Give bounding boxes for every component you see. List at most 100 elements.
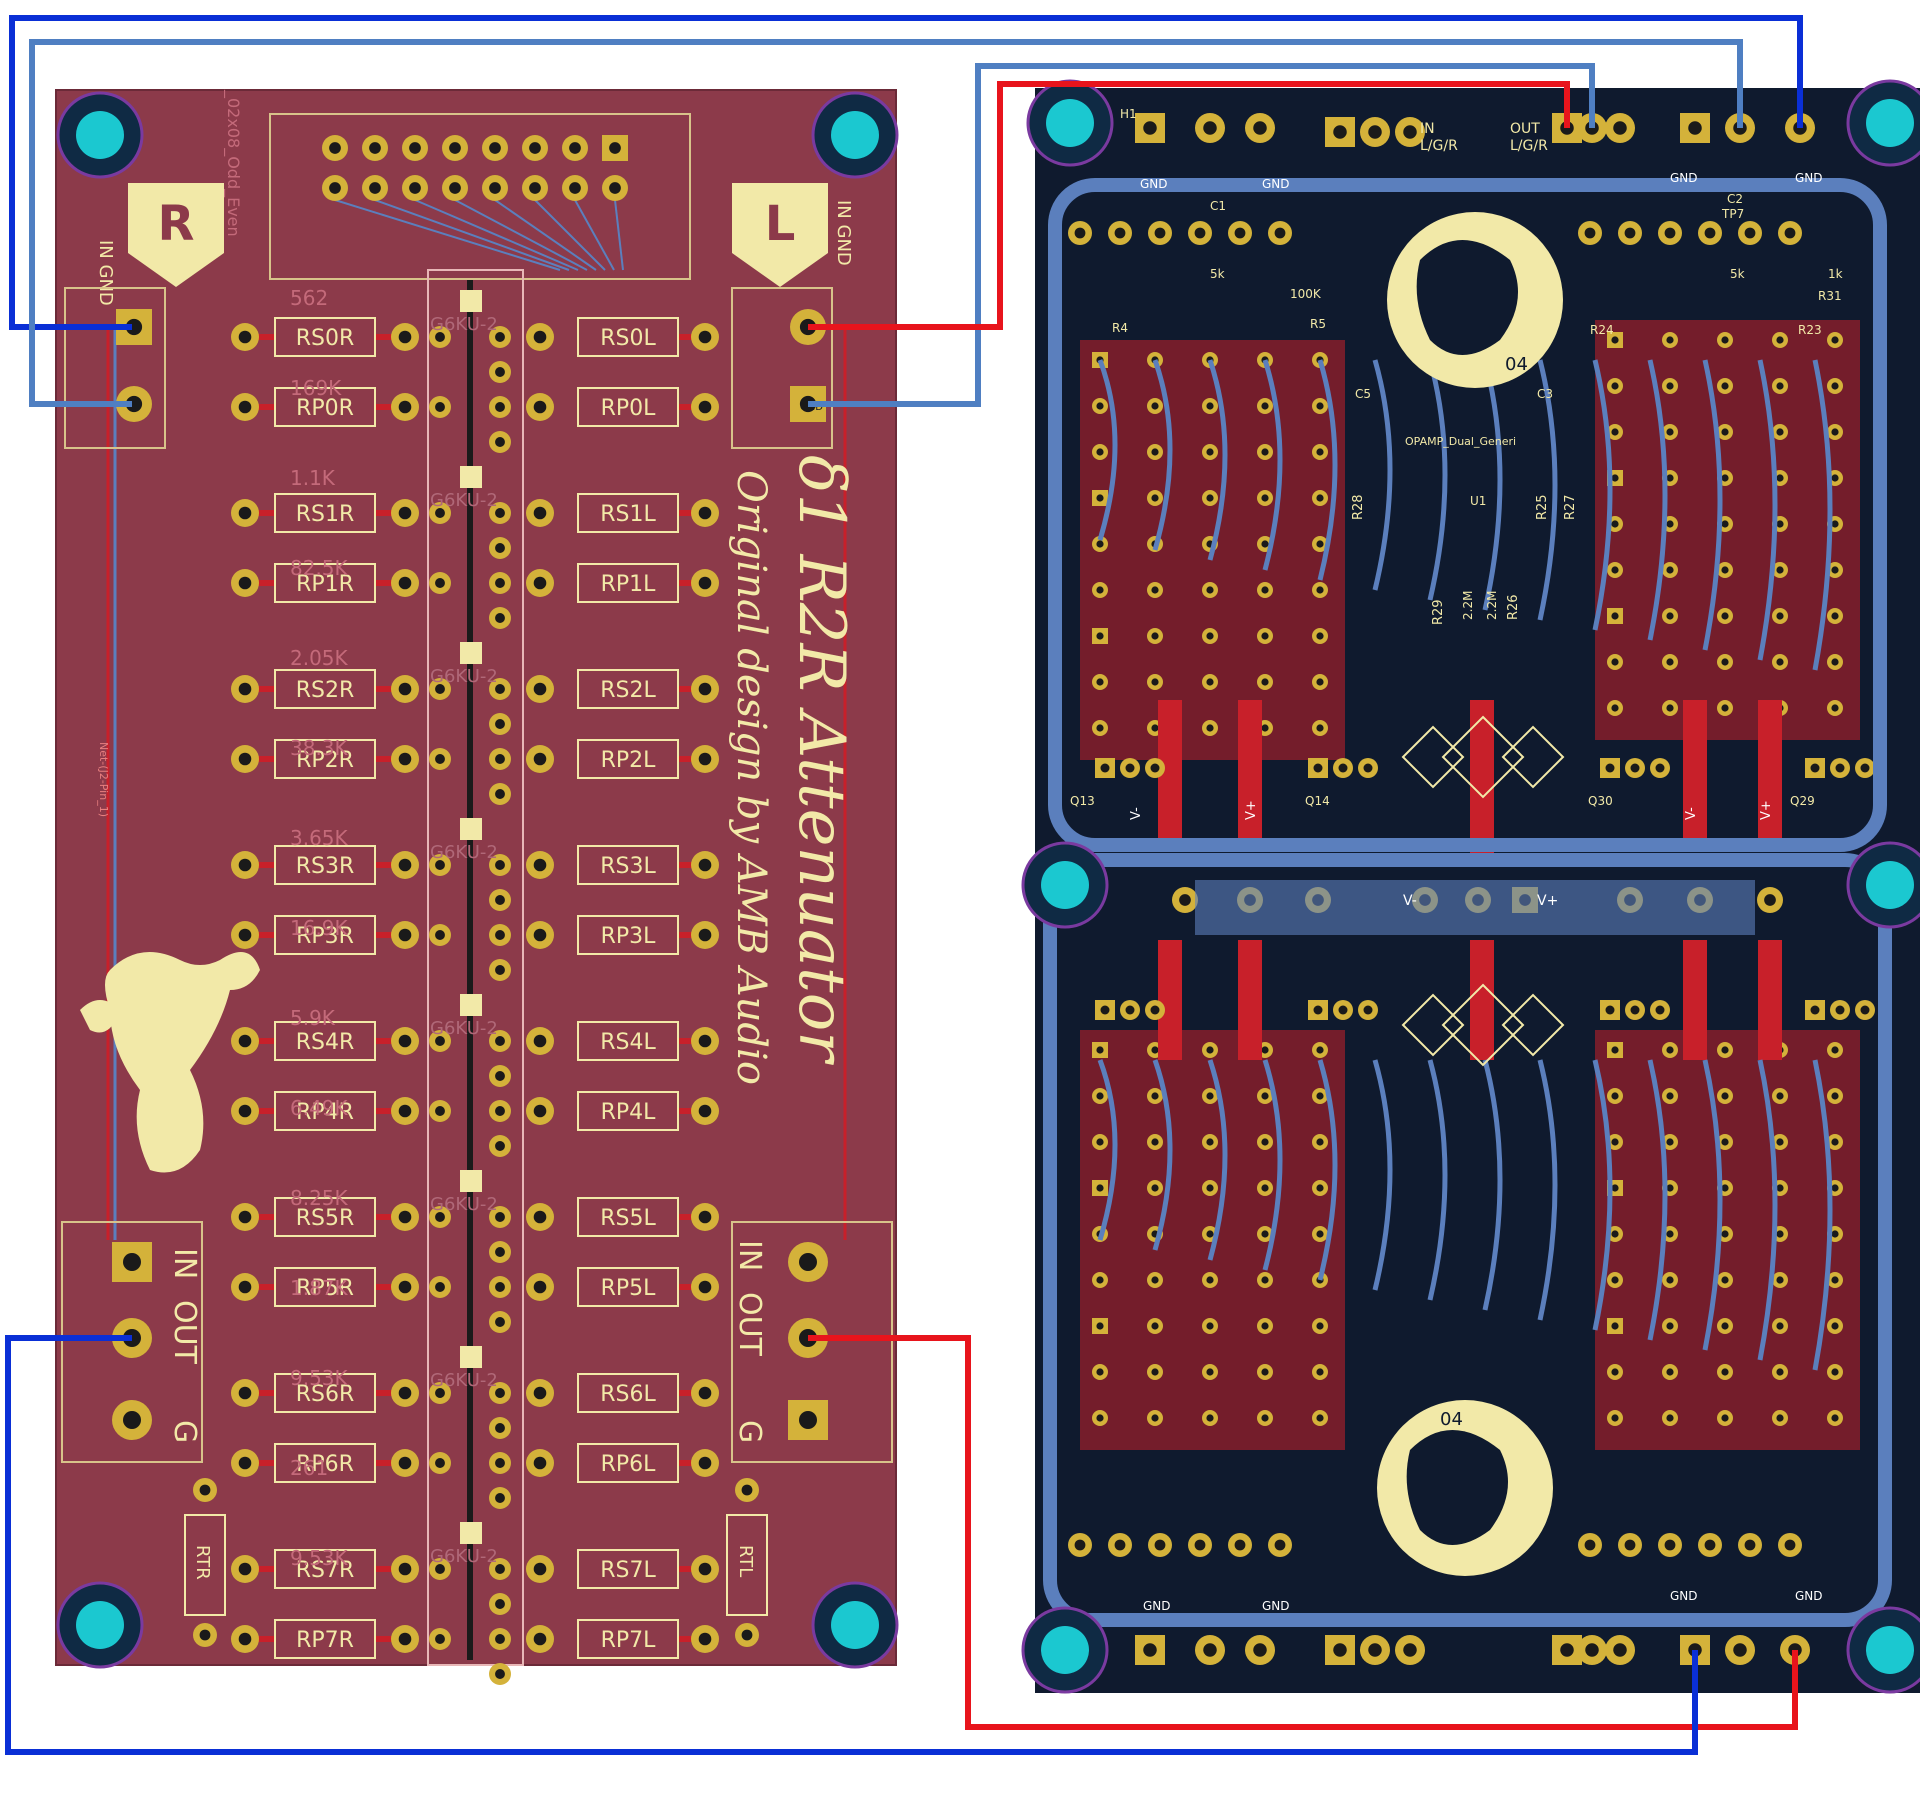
terminator-left: RTL bbox=[726, 1514, 768, 1616]
resistor-body-left bbox=[577, 1197, 679, 1237]
resistor-label-left: RP4L bbox=[601, 1100, 657, 1125]
label-u1: U1 bbox=[1470, 494, 1486, 508]
resistor-label-left: RP6L bbox=[601, 1452, 657, 1477]
label-lgr-out: L/G/R bbox=[1510, 138, 1548, 154]
resistor-label-left: RP7L bbox=[601, 1628, 657, 1653]
resistor-body-left bbox=[577, 1443, 679, 1483]
label-q13: Q13 bbox=[1070, 794, 1095, 808]
label-r24: R24 bbox=[1590, 323, 1614, 337]
gnd-ring-top bbox=[1048, 178, 1887, 852]
resistor-body-left bbox=[577, 1021, 679, 1061]
label-r23: R23 bbox=[1798, 323, 1822, 337]
relay-label: G6KU-2 bbox=[430, 666, 498, 687]
resistor-value: 38.3K bbox=[290, 736, 349, 760]
badge-bottom: 04 bbox=[1377, 1400, 1553, 1576]
label-2m2-a: 2.2M bbox=[1461, 591, 1475, 620]
footprint-label: _02x08_Odd_Even bbox=[223, 89, 243, 237]
resistor-body-left bbox=[577, 1091, 679, 1131]
resistor-value: 8.25K bbox=[290, 1186, 349, 1210]
input-connector-left bbox=[731, 287, 833, 449]
resistor-label-left: RP1L bbox=[601, 572, 657, 597]
resistor-label-right: RS4R bbox=[296, 1030, 355, 1055]
label-r25: R25 bbox=[1535, 494, 1550, 520]
label-c3: C3 bbox=[1537, 387, 1553, 401]
resistor-body-left bbox=[577, 317, 679, 357]
resistor-value: 562 bbox=[290, 286, 328, 310]
wire-red-bottom bbox=[808, 1335, 1798, 1730]
label-vminus-2: V- bbox=[1684, 807, 1699, 820]
label-r5: R5 bbox=[1310, 317, 1326, 331]
in-gnd-label-left: IN GND bbox=[833, 200, 854, 266]
power-rail bbox=[1683, 940, 1707, 1060]
label-gnd-4: GND bbox=[1795, 171, 1823, 185]
resistor-body-right bbox=[274, 915, 376, 955]
wire-blue-bottom bbox=[5, 1335, 1698, 1755]
label-out: OUT bbox=[1510, 121, 1540, 137]
resistor-body-left bbox=[577, 493, 679, 533]
wire-lightblue-mid bbox=[808, 63, 1595, 407]
resistor-label-right: RS2R bbox=[296, 678, 355, 703]
resistor-body-right bbox=[274, 493, 376, 533]
relay-marker bbox=[460, 1522, 482, 1544]
resistor-label-left: RS0L bbox=[600, 326, 656, 351]
label-c2: C2 bbox=[1727, 192, 1743, 206]
label-2m2-b: 2.2M bbox=[1485, 591, 1499, 620]
label-gnd-2: GND bbox=[1262, 177, 1290, 191]
label-tp7: TP7 bbox=[1721, 207, 1744, 221]
power-rail bbox=[1758, 940, 1782, 1060]
label-lgr-in: L/G/R bbox=[1420, 138, 1458, 154]
resistor-body-left bbox=[577, 845, 679, 885]
resistor-label-right: RP6R bbox=[296, 1452, 354, 1477]
relay-marker bbox=[460, 290, 482, 312]
relay-marker bbox=[460, 818, 482, 840]
diamond-decor bbox=[1441, 715, 1525, 799]
mounting-holes bbox=[56, 79, 1920, 1694]
relay-column-outline bbox=[427, 269, 524, 1666]
resistor-body-left bbox=[577, 1267, 679, 1307]
resistor-label-right: RP2R bbox=[296, 748, 354, 773]
resistor-value: 2.05K bbox=[290, 646, 349, 670]
label-c5: C5 bbox=[1355, 387, 1371, 401]
out-conn-in-r: IN bbox=[167, 1248, 202, 1279]
in-gnd-label-right: IN GND bbox=[95, 240, 116, 306]
resistor-label-left: RS7L bbox=[600, 1558, 656, 1583]
resistor-value: 1.87K bbox=[290, 1276, 349, 1300]
rtr-label: RTR bbox=[192, 1545, 213, 1580]
resistor-body-right bbox=[274, 1267, 376, 1307]
resistor-value: 261 bbox=[290, 1456, 328, 1480]
wiring bbox=[5, 15, 1803, 1755]
resistor-body-right bbox=[274, 387, 376, 427]
right-channel-badge: R bbox=[128, 183, 224, 287]
label-r31: R31 bbox=[1818, 289, 1842, 303]
label-vplus-2: V+ bbox=[1759, 800, 1774, 820]
resistor-body-right bbox=[274, 317, 376, 357]
badge-bottom-text: 04 bbox=[1440, 1409, 1463, 1430]
relay-marker bbox=[460, 1170, 482, 1192]
out-conn-g-r: G bbox=[167, 1420, 202, 1443]
out-conn-g-l: G bbox=[732, 1420, 767, 1443]
resistor-body-right bbox=[274, 739, 376, 779]
resistor-label-left: RP5L bbox=[601, 1276, 657, 1301]
resistor-label-left: RS5L bbox=[600, 1206, 656, 1231]
resistor-value: 9.53K bbox=[290, 1366, 349, 1390]
resistor-label-right: RS6R bbox=[296, 1382, 355, 1407]
badge-top: 04 bbox=[1387, 212, 1563, 388]
label-100k: 100K bbox=[1290, 287, 1322, 301]
resistor-label-right: RP5R bbox=[296, 1276, 354, 1301]
relay-label: G6KU-2 bbox=[430, 490, 498, 511]
label-gnd-5: GND bbox=[1143, 1599, 1171, 1613]
label-q30: Q30 bbox=[1588, 794, 1613, 808]
label-5k: 5k bbox=[1210, 267, 1225, 281]
resistor-label-left: RP3L bbox=[601, 924, 657, 949]
resistor-body-right bbox=[274, 1197, 376, 1237]
label-r26: R26 bbox=[1506, 594, 1521, 620]
resistor-value: 3.65K bbox=[290, 826, 349, 850]
power-rail bbox=[1683, 700, 1707, 840]
gnd-rail bbox=[1470, 940, 1494, 1060]
relay-label: G6KU-2 bbox=[430, 1370, 498, 1391]
ribbon-header bbox=[322, 135, 628, 201]
label-q29: Q29 bbox=[1790, 794, 1815, 808]
label-gnd-7: GND bbox=[1670, 1589, 1698, 1603]
